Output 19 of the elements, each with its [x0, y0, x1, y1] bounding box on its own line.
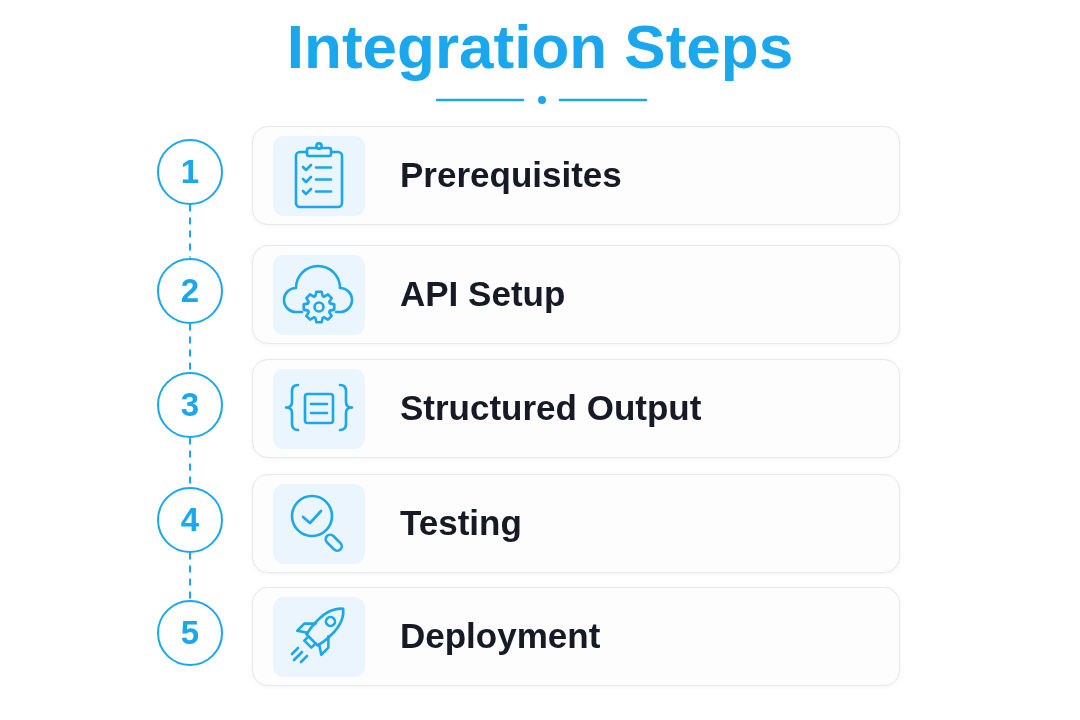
step-card — [252, 474, 900, 573]
step-card — [252, 126, 900, 225]
step-number: 1 — [180, 155, 200, 188]
step-title: API Setup — [400, 274, 566, 315]
step-number: 2 — [180, 274, 200, 307]
title: Integration Steps — [286, 13, 794, 82]
step-number: 5 — [180, 616, 200, 649]
step-card — [252, 245, 900, 344]
step-card — [252, 359, 900, 458]
dashed-connector — [189, 203, 191, 259]
step-title: Structured Output — [400, 388, 702, 429]
step-title: Testing — [400, 503, 522, 544]
dashed-connector — [189, 322, 191, 373]
step-card — [252, 587, 900, 686]
step-title: Deployment — [400, 616, 601, 657]
dashed-connector — [189, 551, 191, 601]
step-number: 4 — [180, 503, 200, 536]
step-title: Prerequisites — [400, 155, 622, 196]
step-number: 3 — [180, 388, 200, 421]
